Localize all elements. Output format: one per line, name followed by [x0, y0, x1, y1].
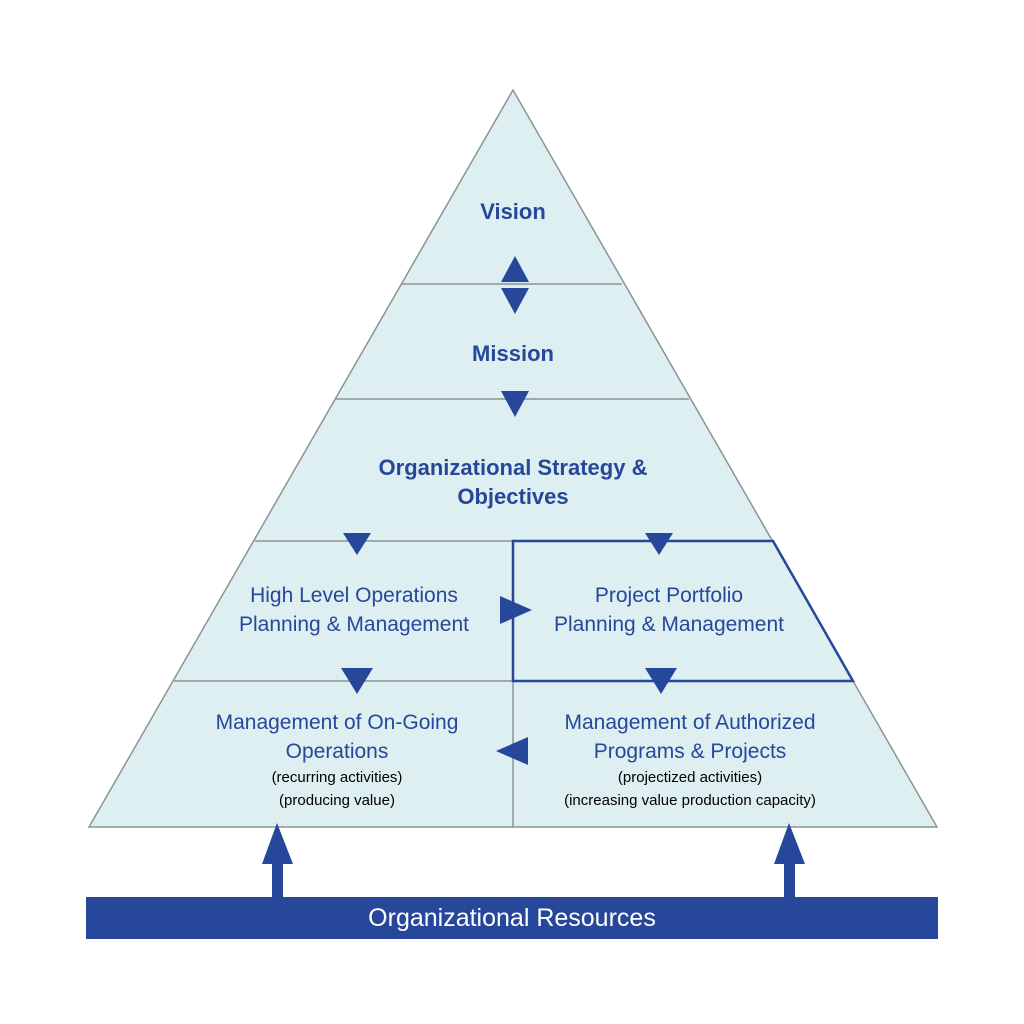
arrow-down-to-mission: [501, 288, 529, 314]
ongoing-label-line1: Management of On-Going: [216, 711, 459, 734]
ongoing-label-line2: Operations: [286, 740, 389, 763]
strategy-label-line1: Organizational Strategy &: [379, 455, 648, 480]
ops-planning-label-line2: Planning & Management: [239, 613, 469, 636]
portfolio-highlight-box: [511, 539, 856, 683]
arrow-down-to-ongoing: [341, 668, 373, 694]
ongoing-sub-producing: (producing value): [279, 792, 395, 809]
strategy-label-line2: Objectives: [457, 484, 568, 509]
arrow-down-to-ops-planning: [343, 533, 371, 555]
resource-arrow-right-head: [774, 823, 805, 864]
portfolio-label-line2: Planning & Management: [554, 613, 784, 636]
mission-label: Mission: [472, 341, 554, 366]
authorized-label-line2: Programs & Projects: [594, 740, 787, 763]
arrow-left-to-ongoing: [496, 737, 528, 765]
organizational-resources-label: Organizational Resources: [368, 904, 656, 932]
arrow-up-to-vision: [501, 256, 529, 282]
resource-arrow-left-shaft: [272, 860, 283, 900]
resource-arrow-right-shaft: [784, 860, 795, 900]
arrow-down-to-portfolio: [645, 533, 673, 555]
arrow-right-to-portfolio: [500, 596, 532, 624]
resource-arrow-left-head: [262, 823, 293, 864]
authorized-sub-increasing: (increasing value production capacity): [564, 792, 816, 809]
ops-planning-label-line1: High Level Operations: [250, 584, 458, 607]
ongoing-sub-recurring: (recurring activities): [272, 769, 403, 786]
arrow-down-to-strategy: [501, 391, 529, 417]
authorized-label-line1: Management of Authorized: [565, 711, 816, 734]
arrow-down-to-authorized: [645, 668, 677, 694]
vision-label: Vision: [480, 199, 546, 224]
portfolio-label-line1: Project Portfolio: [595, 584, 743, 607]
organizational-resources-bar: [86, 897, 938, 939]
authorized-sub-projectized: (projectized activities): [618, 769, 762, 786]
